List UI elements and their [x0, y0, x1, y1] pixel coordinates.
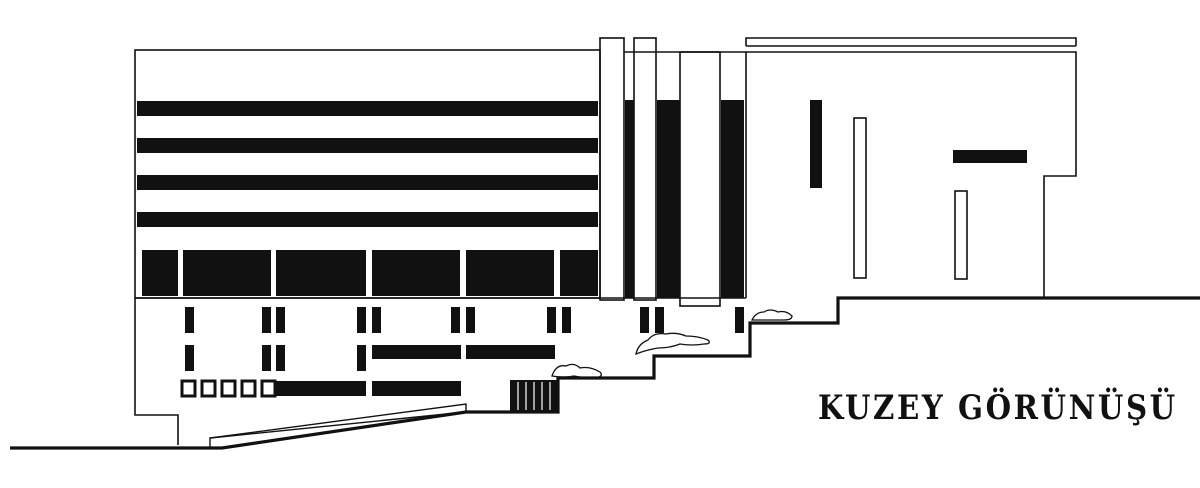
glazing-band-1	[142, 250, 178, 296]
podium-window	[735, 307, 744, 333]
framed-window	[200, 379, 217, 398]
shrub-sketch	[750, 309, 793, 321]
framed-window	[240, 379, 257, 398]
fin-infill-2	[657, 100, 680, 298]
right-parapet	[745, 37, 1077, 46]
podium-band	[372, 381, 461, 396]
podium-window	[185, 345, 194, 371]
podium-window	[262, 307, 271, 333]
vertical-fin-2	[633, 37, 657, 301]
vertical-fin-3	[679, 51, 721, 307]
fin-infill-1	[625, 100, 634, 298]
podium-window	[547, 307, 556, 333]
glazing-band-3	[276, 250, 366, 296]
right-window-slit-2	[954, 190, 968, 280]
shrub-sketch	[551, 363, 602, 379]
fin-infill-3	[721, 100, 744, 298]
podium-window	[451, 307, 460, 333]
podium-window	[655, 307, 664, 333]
strip-window-4	[137, 212, 598, 227]
podium-window	[276, 345, 285, 371]
podium-window	[185, 307, 194, 333]
podium-band	[276, 381, 366, 396]
podium-band	[466, 345, 555, 359]
right-solid-slot	[810, 100, 822, 188]
ground-line	[10, 296, 1200, 450]
strip-window-2	[137, 138, 598, 153]
podium-window	[640, 307, 649, 333]
shrub-sketch	[635, 332, 710, 356]
strip-window-1	[137, 101, 598, 116]
framed-window	[220, 379, 237, 398]
right-block-outline	[745, 51, 1077, 298]
podium-band	[372, 345, 461, 359]
podium-window	[262, 345, 271, 371]
glazing-band-4	[372, 250, 460, 296]
vertical-fin-1	[599, 37, 625, 301]
podium-outline	[134, 298, 179, 445]
framed-window	[260, 379, 277, 398]
podium-window	[466, 307, 475, 333]
glazing-band-6	[560, 250, 598, 296]
strip-window-3	[137, 175, 598, 190]
glazing-band-2	[183, 250, 271, 296]
glazing-band-5	[466, 250, 554, 296]
drawing-title: KUZEY GÖRÜNÜŞÜ	[818, 388, 1178, 428]
access-ramp	[209, 403, 467, 448]
right-solid-band	[953, 150, 1027, 163]
podium-window	[357, 345, 366, 371]
podium-window	[276, 307, 285, 333]
podium-window	[357, 307, 366, 333]
podium-window	[372, 307, 381, 333]
framed-window	[180, 379, 197, 398]
right-window-slit-1	[853, 117, 867, 279]
podium-window	[562, 307, 571, 333]
